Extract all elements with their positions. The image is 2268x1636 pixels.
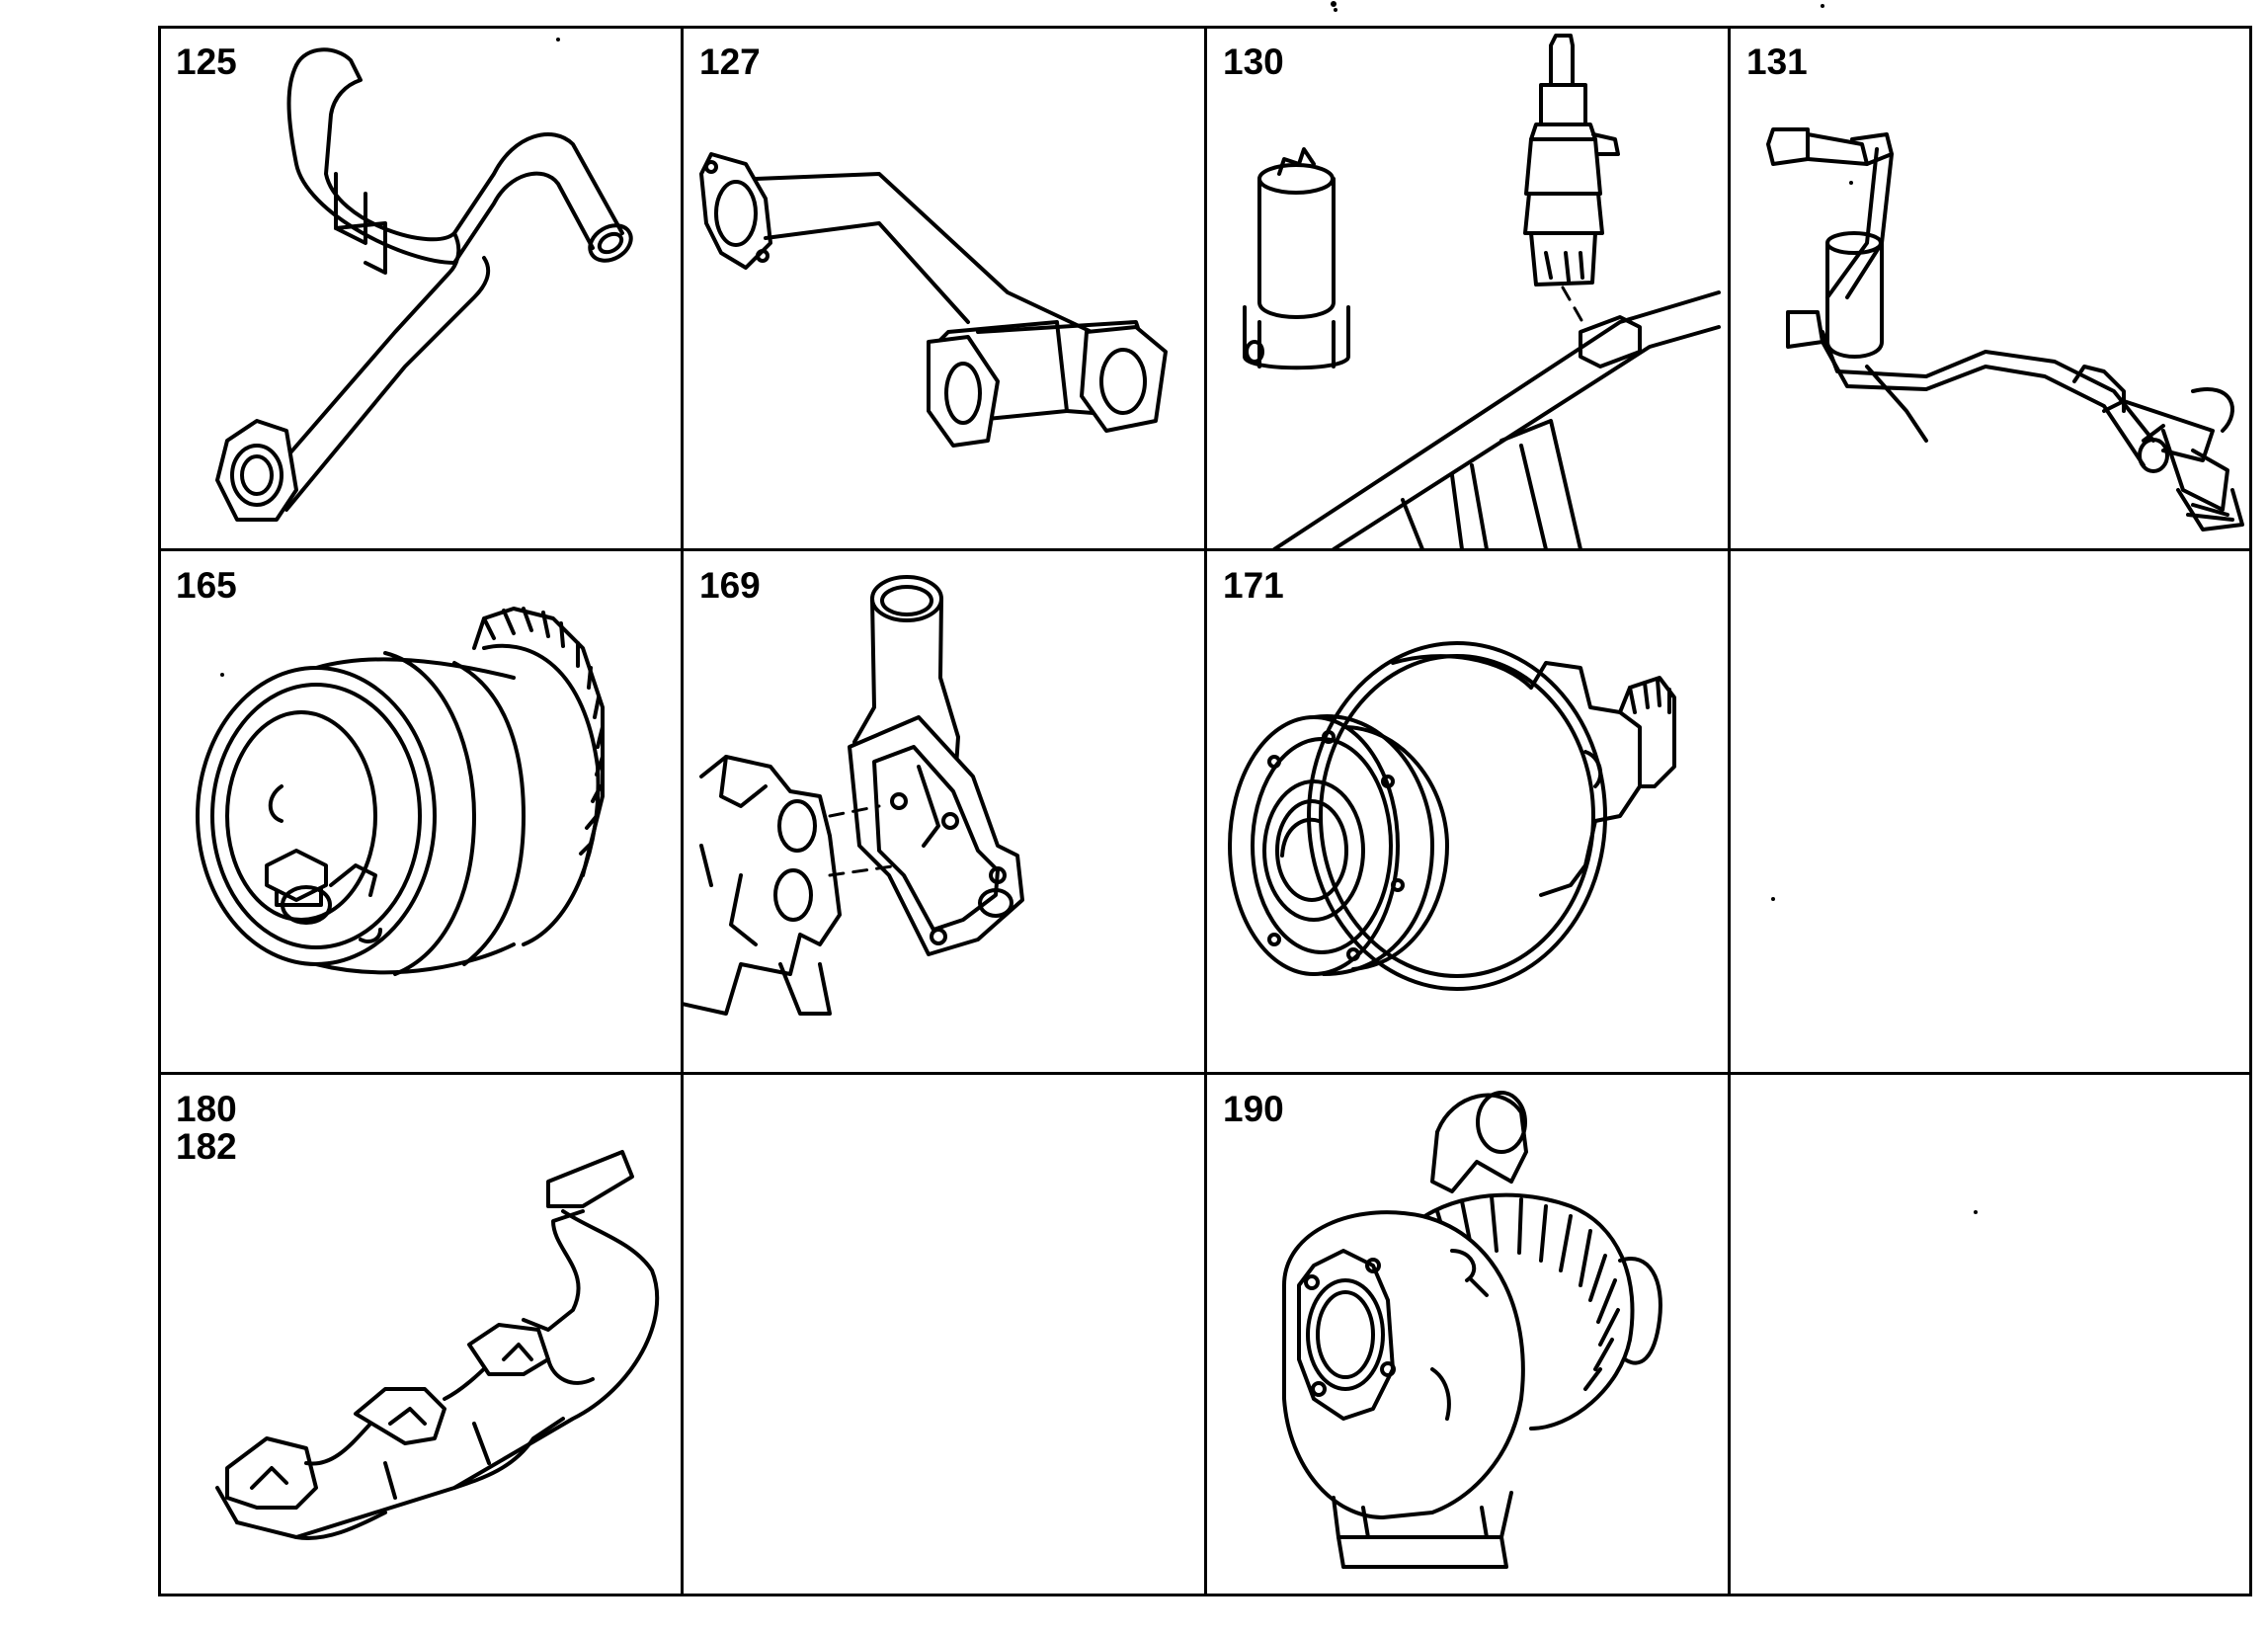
cell-label: 127 xyxy=(699,41,761,82)
cell-130[interactable]: 130 xyxy=(1205,26,1729,549)
water-pump-icon xyxy=(1228,641,1676,991)
cell-label: 169 xyxy=(699,565,761,606)
cell-label: 180 182 xyxy=(176,1089,237,1167)
cell-empty-1 xyxy=(1729,549,2252,1073)
thermostat-housing-icon xyxy=(682,575,1024,1016)
grid-col-divider xyxy=(1728,26,1731,1596)
grid-col-divider xyxy=(1204,26,1207,1596)
cell-171[interactable]: 171 xyxy=(1205,549,1729,1073)
grid-border-right xyxy=(2249,26,2252,1596)
cell-125[interactable]: 125 xyxy=(158,26,682,549)
cell-empty-2 xyxy=(682,1073,1205,1596)
cell-label: 130 xyxy=(1223,41,1284,82)
grid-col-divider xyxy=(681,26,684,1596)
cell-label: 171 xyxy=(1223,565,1284,606)
cell-190[interactable]: 190 xyxy=(1205,1073,1729,1596)
cell-label: 190 xyxy=(1223,1089,1284,1129)
cell-169[interactable]: 169 xyxy=(682,549,1205,1073)
grid-border-left xyxy=(158,26,161,1596)
injector-nozzle-icon xyxy=(1243,34,1721,549)
injector-lines-icon xyxy=(1766,127,2244,532)
cell-label: 165 xyxy=(176,565,237,606)
cell-127[interactable]: 127 xyxy=(682,26,1205,549)
cell-131[interactable]: 131 xyxy=(1729,26,2252,549)
cell-label: 131 xyxy=(1746,41,1808,82)
flanged-pipe-icon xyxy=(699,152,1168,448)
fan-pulley-icon xyxy=(196,607,605,976)
cell-180-182[interactable]: 180 182 xyxy=(158,1073,682,1596)
cell-empty-3 xyxy=(1729,1073,2252,1596)
cell-label: 125 xyxy=(176,41,237,82)
exhaust-manifold-icon xyxy=(215,1150,660,1540)
cell-165[interactable]: 165 xyxy=(158,549,682,1073)
turbocharger-icon xyxy=(1282,1091,1662,1569)
exhaust-pipe-icon xyxy=(215,47,633,522)
parts-index-sheet: 125 127 xyxy=(158,1,2252,1596)
